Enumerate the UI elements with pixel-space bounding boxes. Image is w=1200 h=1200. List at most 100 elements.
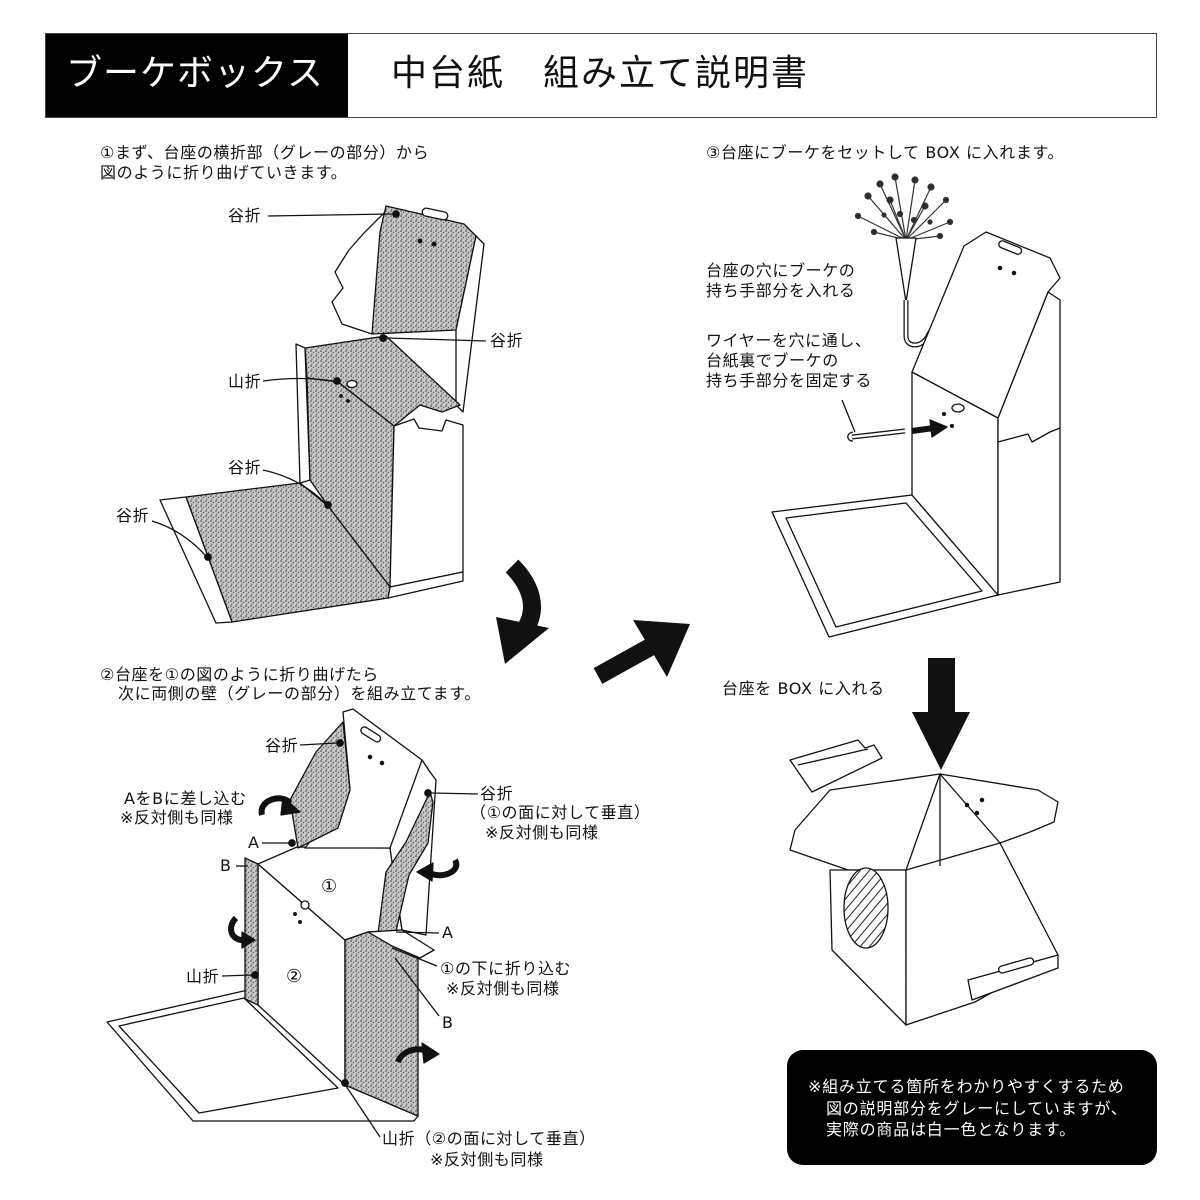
fold-label-top-valley: 谷折 (228, 206, 262, 225)
panel-dot (941, 411, 947, 417)
leader-line (151, 520, 206, 556)
slot-b-left-label: B (220, 856, 232, 875)
box-right-flap (939, 773, 1059, 844)
leader-line (345, 1085, 381, 1138)
panel-dot (417, 238, 423, 244)
panel-dot (979, 797, 985, 803)
tuck-note: ①の下に折り込む (440, 959, 572, 978)
color-note-box: ※組み立てる箇所をわかりやすくするため 図の説明部分をグレーにしていますが、 実… (787, 1050, 1157, 1165)
panel-dot (1011, 270, 1017, 276)
bottom-same-note: ※反対側も同様 (430, 1150, 544, 1169)
fold-label-bottom-mountain: 山折（②の面に対して垂直） (382, 1129, 596, 1148)
leader-line (299, 742, 338, 746)
leader-line (262, 469, 326, 504)
insert-note: AをBに差し込む (124, 789, 247, 808)
panel-dot (974, 810, 980, 816)
tuck-same-note: ※反対側も同様 (446, 979, 560, 998)
fold-label-mountain: 山折 (228, 372, 262, 391)
bouquet-hole (300, 900, 310, 910)
hole-note-line2: 持ち手部分を入れる (706, 281, 856, 300)
curl-arrow-head (421, 1042, 440, 1064)
slot-b-right-label: B (442, 1013, 454, 1032)
wire-note-line3: 持ち手部分を固定する (706, 371, 873, 390)
panel-dot (997, 265, 1003, 271)
box-back-flap-crease (797, 748, 869, 766)
fold-marker-dot (392, 210, 400, 218)
panel-dot (431, 241, 437, 247)
note-line2: 図の説明部分をグレーにしていますが、 (826, 1099, 1128, 1118)
figure-box (789, 739, 1059, 1026)
bouquet-hole (951, 403, 965, 413)
wire-note-line2: 台紙裏でブーケの (706, 351, 839, 370)
leader-line (430, 792, 479, 795)
handle-slot (421, 207, 449, 221)
side-box-face (389, 418, 464, 588)
fold-label-left-mountain: 山折 (186, 967, 220, 986)
right-valley-same-note: ※反対側も同様 (485, 823, 599, 842)
wire-curl (847, 431, 854, 442)
panel-dot (367, 754, 373, 760)
fold-marker-dot (288, 839, 296, 847)
leader-line (386, 337, 487, 342)
leader-line (841, 399, 856, 433)
panel-dot (379, 760, 385, 766)
step2-instruction-line2: 次に両側の壁（グレーの部分）を組み立てます。 (118, 684, 481, 703)
panel-2-label: ② (286, 966, 303, 987)
handle-slot (360, 726, 382, 743)
fold-marker-dot (424, 789, 432, 797)
handle-slot (998, 240, 1023, 255)
step1-instruction-line2: 図のように折り曲げていきます。 (100, 163, 348, 182)
leader-line (391, 947, 438, 967)
b-wall-gray (344, 929, 419, 1117)
leader-line (267, 213, 393, 217)
figure-step1 (151, 205, 487, 624)
tucked-tab (367, 929, 435, 959)
curl-arrow-head (280, 796, 301, 816)
fold-marker-dot (251, 971, 259, 979)
leader-line (262, 377, 334, 382)
down-arrow (912, 658, 970, 770)
tab-a-right-label: A (442, 923, 454, 942)
insert-same-note: ※反対側も同様 (120, 808, 234, 827)
fold-label-left-valley: 谷折 (116, 506, 150, 525)
panel-1-label: ① (321, 876, 338, 897)
box-right-face (905, 842, 1059, 1026)
right-valley-note: （①の面に対して垂直） (470, 803, 651, 822)
box-step-instruction: 台座を BOX に入れる (722, 679, 885, 698)
side-wall-strip (455, 235, 485, 413)
floor-inner-line (118, 997, 339, 1114)
leader-line (395, 931, 440, 934)
up-right-arrow-shaft (593, 638, 657, 684)
curl-arrow-head (241, 931, 256, 949)
bouquet-hole (346, 379, 358, 389)
panel-dot (949, 423, 955, 429)
box-back-flap (789, 739, 883, 793)
bouquet-icon (854, 173, 954, 241)
floor-side-flap (159, 496, 233, 624)
wire-arrow-shaft (911, 425, 935, 434)
title-bar: ブーケボックス 中台紙 組み立て説明書 (45, 33, 1157, 118)
curl-arrow-head (416, 862, 434, 882)
panel-2-edge-strip (244, 857, 259, 1006)
curved-down-arrow-head (496, 617, 549, 664)
fold-label-right-valley: 谷折 (490, 331, 524, 350)
leader-line (394, 957, 440, 1017)
product-name-block: ブーケボックス (46, 34, 348, 117)
fold-label-mid-valley: 谷折 (228, 458, 262, 477)
fold-label-top-valley: 谷折 (265, 736, 299, 755)
fold-marker-dot (333, 377, 341, 385)
step1-instruction-line1: ①まず、台座の横折部（グレーの部分）から (100, 143, 430, 162)
step3-instruction: ③台座にブーケをセットして BOX に入れます。 (706, 143, 1065, 162)
fold-marker-dot (336, 739, 344, 747)
panel-dot (339, 394, 343, 398)
box-handle-slot (998, 957, 1035, 974)
right-face-tabs (997, 427, 1061, 443)
note-line3: 実際の商品は白一色となります。 (826, 1120, 1076, 1139)
fold-marker-dot (379, 334, 387, 342)
wire-note-line1: ワイヤーを穴に通し、 (706, 331, 872, 350)
wire-inner (851, 429, 906, 439)
panel-dot (346, 399, 350, 403)
wire-arrow-head (929, 419, 948, 438)
note-line1: ※組み立てる箇所をわかりやすくするため (808, 1077, 1125, 1096)
